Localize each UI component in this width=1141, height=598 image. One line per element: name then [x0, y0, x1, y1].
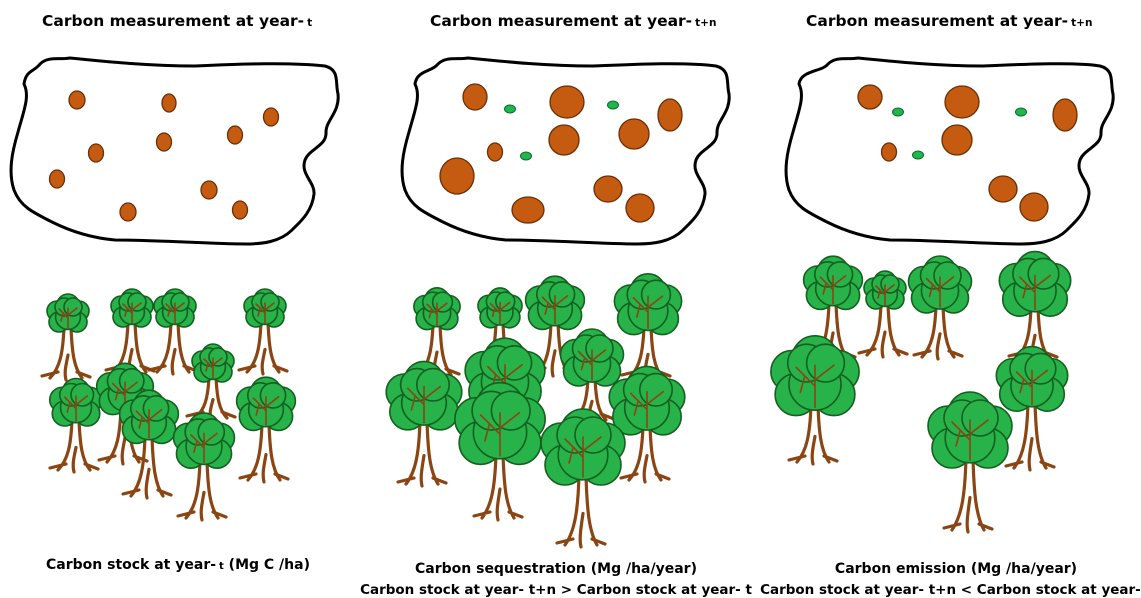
tree-trunk: [396, 419, 448, 488]
tree-branches: [925, 276, 955, 308]
tree: [524, 275, 586, 378]
tree-crown: [46, 293, 90, 333]
tree: [907, 255, 973, 361]
tree-trunk: [787, 403, 839, 466]
tree-trunk: [857, 302, 909, 359]
tree: [927, 391, 1013, 534]
tree-branches: [819, 275, 847, 305]
tree-crown: [524, 275, 586, 331]
tree: [995, 345, 1069, 472]
tree-branches: [875, 284, 895, 306]
tree: [104, 288, 156, 376]
tree-trunk: [176, 459, 228, 522]
tree-crown: [385, 360, 463, 431]
panel-2-caption: Carbon sequestration (Mg /ha/year): [415, 561, 697, 577]
tree-branches: [407, 385, 441, 424]
tree-branches: [252, 396, 280, 426]
tree-branches: [58, 307, 78, 329]
plot-1: [9, 56, 340, 246]
tree-branches: [135, 409, 163, 439]
tree-trunk: [185, 375, 237, 422]
plot-3: [784, 56, 1115, 246]
tree-branches: [795, 364, 835, 408]
tree-group-2: [385, 272, 686, 549]
tree-branches: [112, 381, 138, 410]
tree-trunk: [121, 434, 173, 500]
tree-trunk: [555, 473, 607, 549]
panel-1-caption: Carbon stock at year-t (Mg C /ha): [46, 557, 310, 573]
tree-trunk: [104, 320, 156, 376]
tree-branches: [951, 419, 989, 461]
tree-trunk: [472, 452, 524, 522]
tree: [472, 287, 524, 377]
tree-branches: [63, 395, 89, 422]
tree-trunk: [40, 325, 92, 382]
tree-trunk: [912, 303, 964, 361]
tree-branches: [165, 302, 185, 324]
tree: [608, 365, 686, 484]
panel-2-title: Carbon measurement at year-t+n: [430, 12, 716, 30]
tree-crown: [540, 408, 626, 486]
tree: [48, 377, 104, 474]
tree: [770, 334, 860, 466]
tree-branches: [489, 301, 511, 325]
tree: [172, 412, 236, 522]
tree: [559, 328, 625, 424]
tree-branches: [426, 302, 448, 326]
tree-trunk: [147, 320, 199, 376]
panel-3-title: Carbon measurement at year-t+n: [806, 12, 1092, 30]
tree: [40, 293, 92, 382]
plot-2: [400, 56, 731, 246]
tree: [454, 381, 546, 522]
tree-branches: [632, 295, 664, 329]
tree-branches: [541, 295, 569, 325]
tree-trunk: [237, 320, 289, 376]
tree-group-3: [770, 250, 1072, 534]
tree: [147, 288, 199, 376]
tree: [385, 360, 463, 488]
tree: [540, 408, 626, 549]
tree-crown: [613, 272, 683, 336]
tree-trunk: [619, 424, 671, 484]
tree-branches: [564, 436, 602, 478]
panel-2-caption-comparison: Carbon stock at year- t+n > Carbon stock…: [360, 582, 752, 598]
tree: [857, 270, 909, 359]
tree-branches: [122, 302, 142, 324]
panel-3-caption-comparison: Carbon stock at year- t+n < Carbon stock…: [760, 582, 1141, 598]
tree: [613, 272, 683, 381]
tree-branches: [190, 432, 218, 464]
tree: [409, 286, 461, 379]
tree-branches: [203, 357, 223, 379]
tree-branches: [1018, 274, 1052, 311]
tree-trunk: [1004, 401, 1056, 472]
tree: [802, 255, 864, 362]
panel-3-caption: Carbon emission (Mg /ha/year): [835, 561, 1077, 577]
tree-branches: [255, 302, 275, 324]
tree: [235, 376, 297, 484]
tree-trunk: [48, 418, 100, 474]
tree: [998, 250, 1072, 362]
tree-crown: [235, 376, 297, 432]
tree: [118, 389, 180, 500]
tree: [237, 288, 289, 376]
tree-branches: [577, 349, 607, 381]
tree-trunk: [238, 421, 290, 484]
tree-branches: [479, 412, 521, 457]
tree-branches: [630, 390, 664, 429]
panel-1-title: Carbon measurement at year-t: [42, 12, 312, 30]
tree-trunk: [942, 456, 994, 534]
tree-crown: [110, 288, 154, 328]
tree-branches: [1015, 369, 1049, 406]
tree: [185, 343, 237, 422]
tree-group-1: [40, 288, 297, 522]
tree-crown: [172, 412, 236, 470]
